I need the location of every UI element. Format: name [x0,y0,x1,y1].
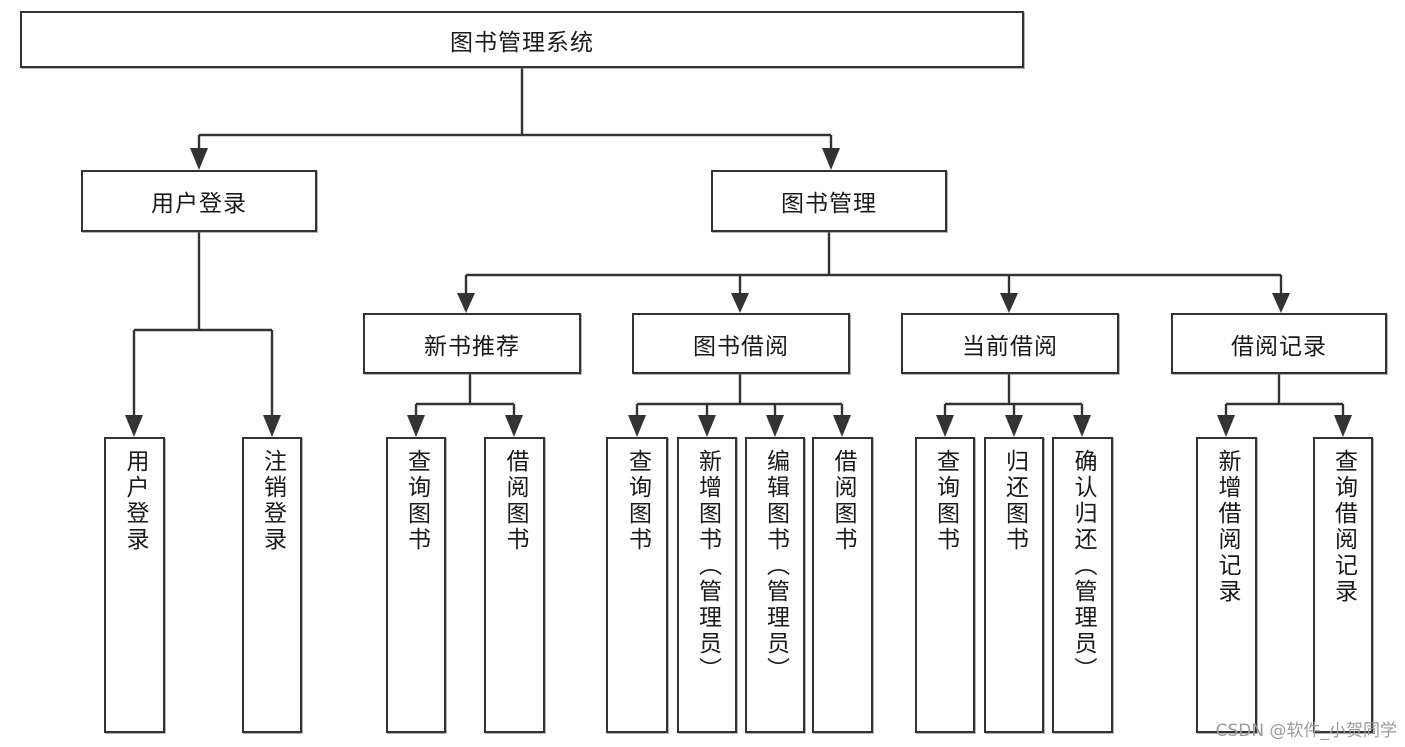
arrow-br-leaf2 [1334,415,1352,437]
arrow-cb-leaf1 [936,415,954,437]
node-leaf-add-book[interactable]: 新增图书（管理员） [677,437,737,733]
node-leaf-edit-book-label: 编辑图书（管理员） [762,449,789,683]
arrow-cb-leaf2 [1005,415,1023,437]
node-user-login[interactable]: 用户登录 [81,170,317,232]
arrow-userlogin-leaf2 [263,415,281,437]
node-leaf-confirm-return[interactable]: 确认归还（管理员） [1052,437,1113,733]
node-leaf-borrow-book-bb[interactable]: 借阅图书 [812,437,873,733]
node-leaf-query-book-bb-label: 查询图书 [624,449,651,553]
node-borrow-record-label: 借阅记录 [1231,333,1327,360]
arrow-bm-bookborrow [731,293,749,313]
node-root-label: 图书管理系统 [450,29,594,56]
node-leaf-logout-label: 注销登录 [259,449,286,553]
node-root[interactable]: 图书管理系统 [20,11,1024,68]
node-leaf-borrow-book-rec-label: 借阅图书 [502,449,528,553]
node-leaf-return-book-label: 归还图书 [1001,449,1028,553]
node-leaf-query-book-cb[interactable]: 查询图书 [915,437,975,733]
node-book-borrow[interactable]: 图书借阅 [632,313,850,374]
node-leaf-user-login[interactable]: 用户登录 [104,437,165,733]
arrow-br-leaf1 [1217,415,1235,437]
arrow-userlogin-leaf1 [125,415,143,437]
node-leaf-query-book-rec-label: 查询图书 [403,449,430,553]
node-new-book-rec[interactable]: 新书推荐 [363,313,581,374]
node-leaf-edit-book[interactable]: 编辑图书（管理员） [745,437,805,733]
node-leaf-query-record[interactable]: 查询借阅记录 [1313,437,1373,733]
arrow-bb-leaf3 [766,415,784,437]
node-leaf-add-book-label: 新增图书（管理员） [694,449,721,683]
node-user-login-label: 用户登录 [151,191,247,217]
node-leaf-query-book-bb[interactable]: 查询图书 [606,437,668,733]
arrow-cb-leaf3 [1073,415,1091,437]
arrow-root-user-login [190,148,208,170]
node-leaf-add-record-label: 新增借阅记录 [1214,449,1240,605]
node-current-borrow[interactable]: 当前借阅 [901,313,1119,374]
node-leaf-query-book-rec[interactable]: 查询图书 [386,437,446,733]
node-leaf-borrow-book-rec[interactable]: 借阅图书 [484,437,545,733]
node-leaf-logout[interactable]: 注销登录 [242,437,302,733]
node-leaf-query-book-cb-label: 查询图书 [932,449,959,553]
node-borrow-record[interactable]: 借阅记录 [1171,313,1387,374]
arrow-newbook-leaf1 [407,415,425,437]
node-book-manage[interactable]: 图书管理 [711,170,947,232]
arrow-bm-newbook [457,293,475,313]
arrow-root-book-manage [822,148,840,170]
node-leaf-confirm-return-label: 确认归还（管理员） [1070,449,1096,683]
arrow-bb-leaf4 [833,415,851,437]
node-book-borrow-label: 图书借阅 [693,333,789,360]
node-current-borrow-label: 当前借阅 [962,333,1058,360]
node-new-book-rec-label: 新书推荐 [424,333,520,360]
arrow-bm-borrowrecord [1272,293,1290,313]
arrow-newbook-leaf2 [505,415,523,437]
node-leaf-return-book[interactable]: 归还图书 [984,437,1044,733]
arrow-bb-leaf1 [628,415,646,437]
node-leaf-add-record[interactable]: 新增借阅记录 [1196,437,1257,733]
node-leaf-user-login-label: 用户登录 [122,449,148,553]
node-leaf-borrow-book-bb-label: 借阅图书 [830,449,856,553]
arrow-bb-leaf2 [698,415,716,437]
arrow-bm-currentborrow [1000,293,1018,313]
node-leaf-query-record-label: 查询借阅记录 [1330,449,1357,605]
node-book-manage-label: 图书管理 [781,191,877,217]
